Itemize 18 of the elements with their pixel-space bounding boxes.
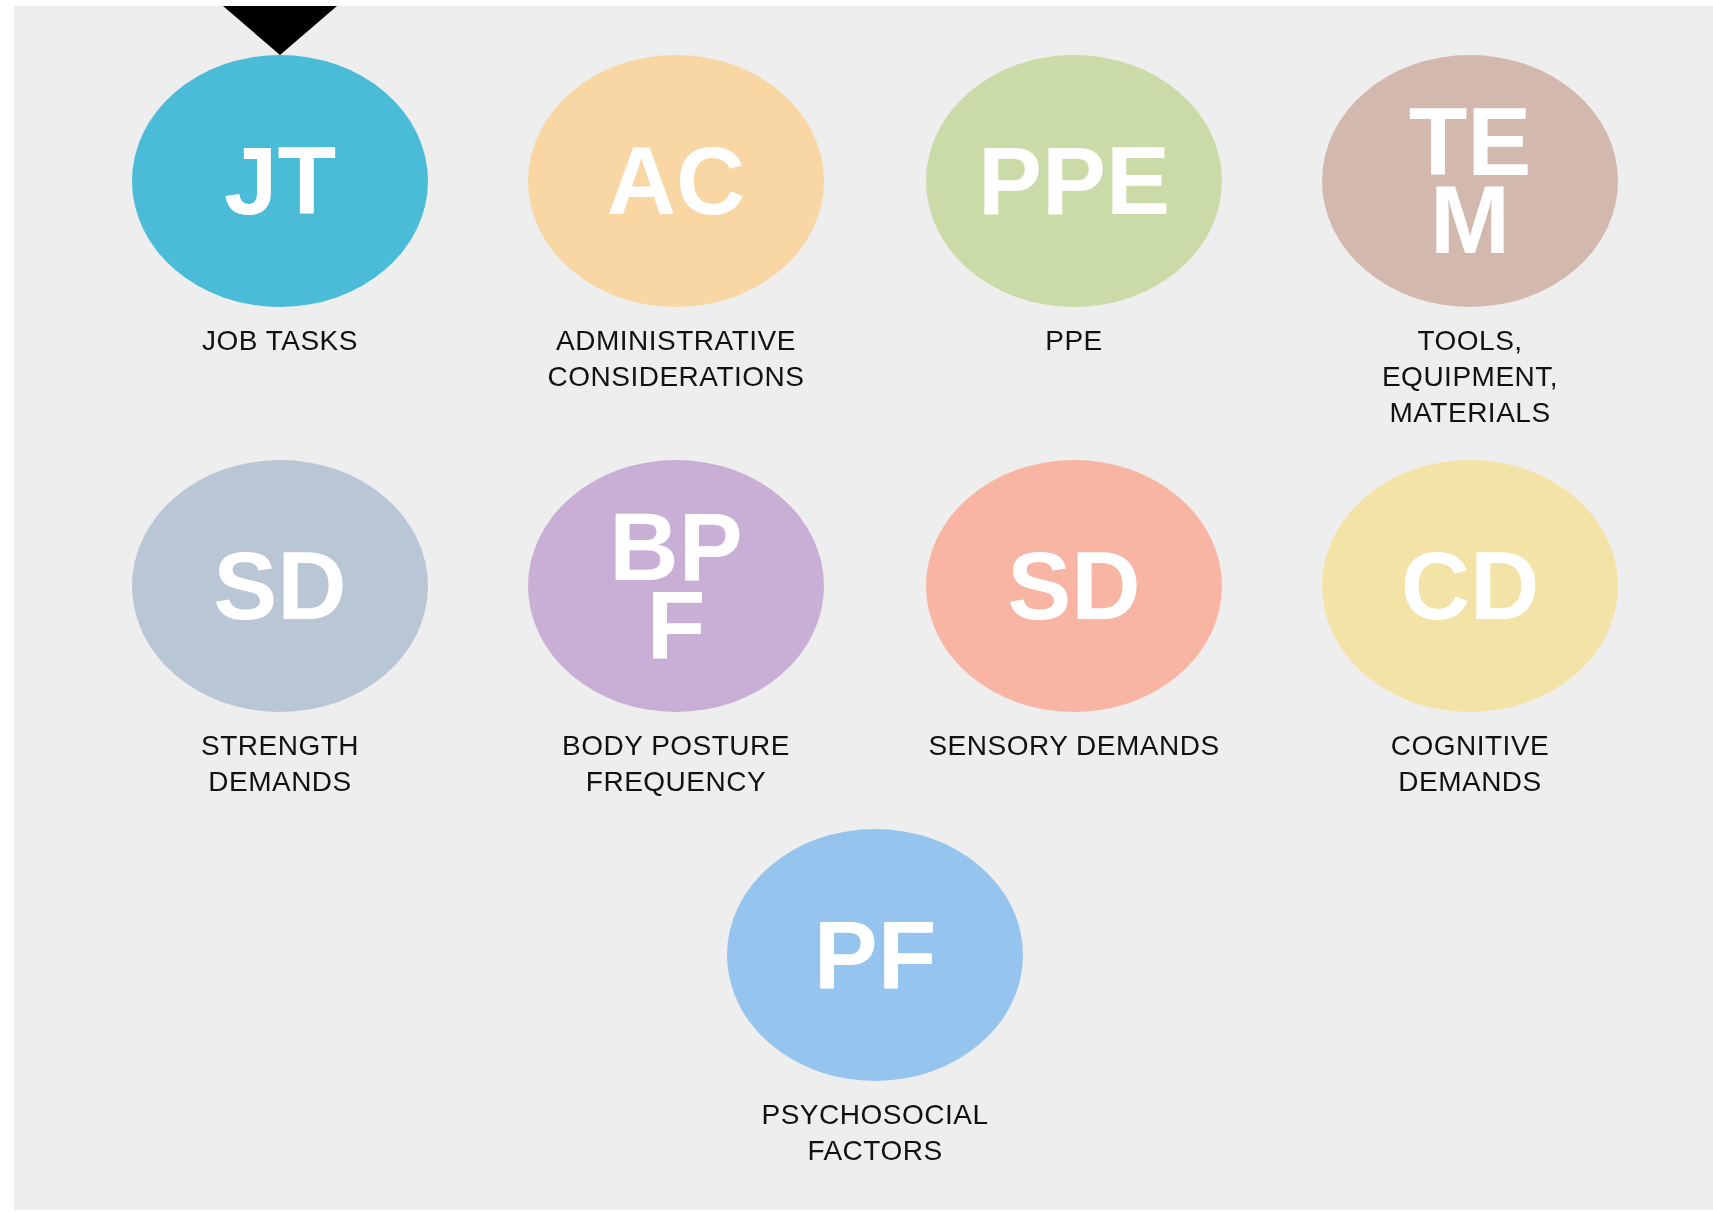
- category-label: ADMINISTRATIVE CONSIDERATIONS: [546, 324, 806, 394]
- abbreviation: TE M: [1407, 103, 1533, 259]
- category-label: PPE: [1045, 324, 1103, 358]
- category-label: BODY POSTURE FREQUENCY: [561, 729, 791, 799]
- abbreviation: SD: [1007, 547, 1141, 625]
- abbreviation: PPE: [977, 142, 1171, 220]
- abbreviation: SD: [213, 547, 347, 625]
- abbreviation: PF: [813, 916, 937, 994]
- abbreviation: BP F: [608, 508, 744, 664]
- category-label: SENSORY DEMANDS: [928, 729, 1220, 763]
- category-label: TOOLS, EQUIPMENT, MATERIALS: [1380, 324, 1560, 430]
- category-label: COGNITIVE DEMANDS: [1389, 729, 1551, 799]
- abbreviation: CD: [1400, 547, 1540, 625]
- abbreviation: AC: [606, 142, 746, 220]
- category-label: JOB TASKS: [202, 324, 358, 358]
- category-label: STRENGTH DEMANDS: [200, 729, 360, 799]
- abbreviation: JT: [224, 142, 336, 220]
- category-label: PSYCHOSOCIAL FACTORS: [760, 1098, 990, 1168]
